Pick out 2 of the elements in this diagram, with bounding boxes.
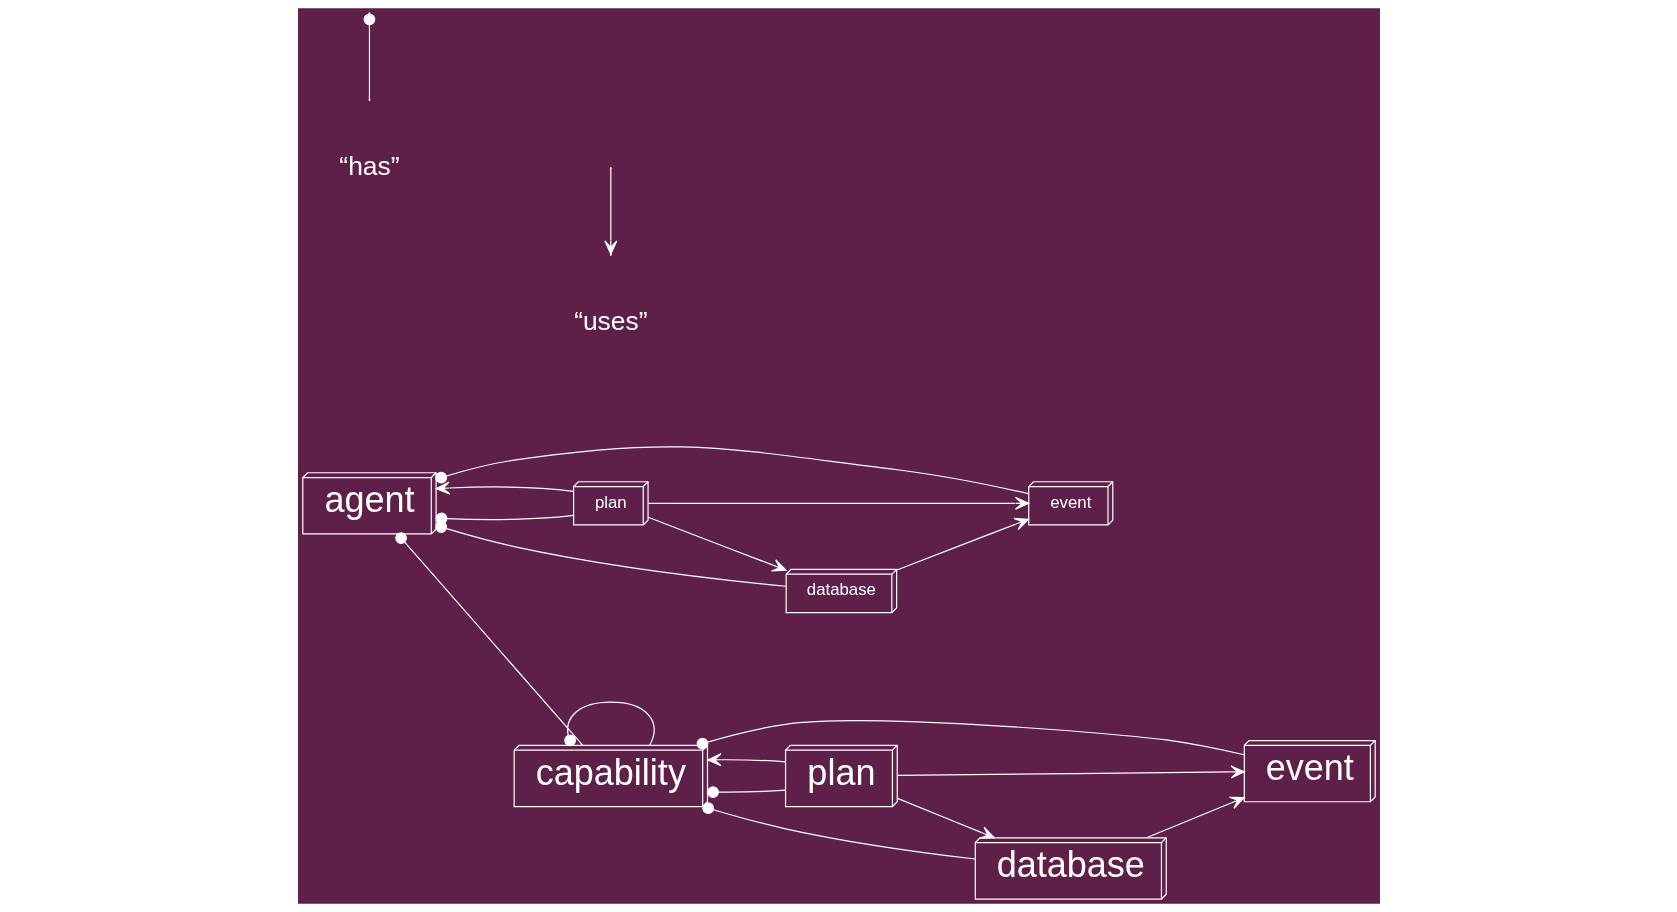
legend-label: “uses” [573, 305, 648, 336]
legend-label: “has” [338, 151, 400, 182]
